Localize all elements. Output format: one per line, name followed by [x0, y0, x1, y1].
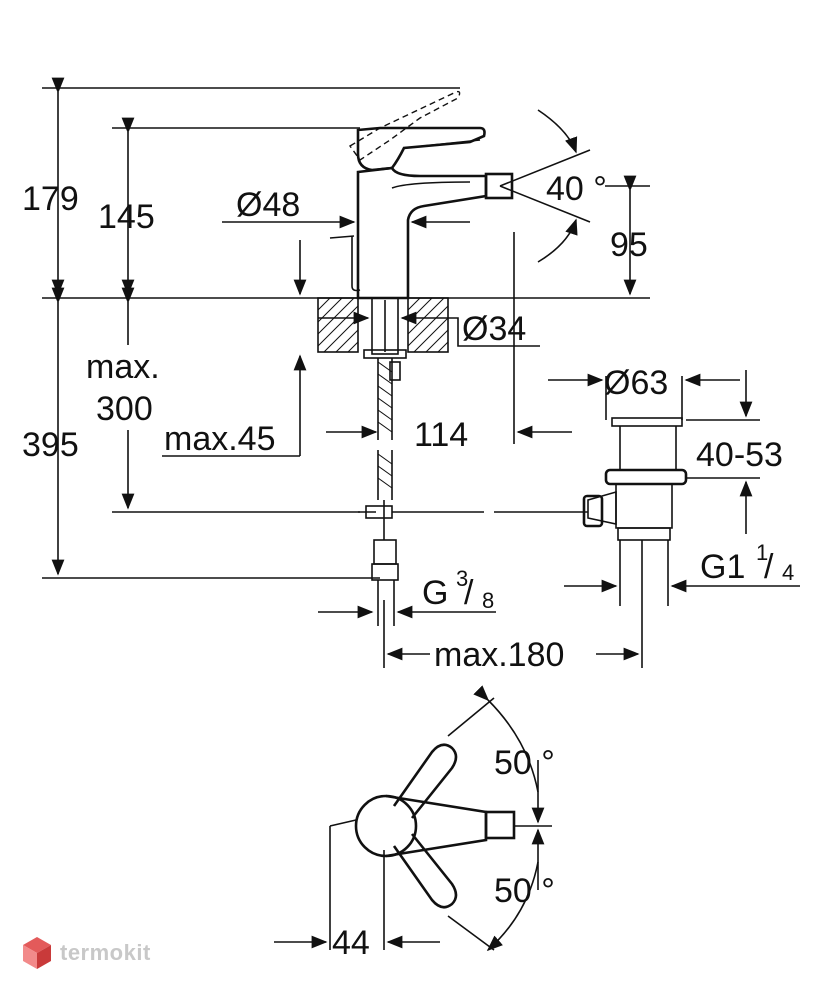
dim-114: 114 [414, 416, 468, 454]
watermark-text: termokit [60, 940, 151, 965]
reference-lines [42, 87, 650, 579]
dim-diameter-63: Ø63 [604, 364, 668, 402]
dim-g38-fraction-denominator: 8 [482, 588, 494, 613]
dim-angle-40: 40 ° [546, 170, 607, 208]
dim-g1-fraction-numerator: 1 [756, 540, 768, 565]
dim-g38-thread: G [422, 574, 448, 612]
dim-179: 179 [22, 180, 79, 218]
dim-max-label: max. [86, 348, 160, 386]
dim-max-300: 300 [96, 390, 153, 428]
dim-g38-fraction-slash: / [464, 574, 474, 612]
dim-g1-thread: G1 [700, 548, 745, 586]
pop-up-waste [582, 376, 760, 606]
dim-g1-fraction-slash: / [764, 548, 774, 586]
dim-145: 145 [98, 198, 155, 236]
dim-40-53: 40-53 [696, 436, 783, 474]
dim-g38-fraction-numerator: 3 [456, 566, 468, 591]
deck-hatching [317, 297, 449, 353]
dim-angle-50-bottom: 50 ° [494, 872, 555, 910]
dim-44: 44 [332, 924, 370, 962]
faucet-top-view [274, 685, 552, 952]
dim-diameter-48: Ø48 [236, 186, 300, 224]
dimension-labels: 179 145 Ø48 40 ° 95 Ø34 max. 300 max.45 … [22, 170, 794, 962]
faucet-side-view [329, 90, 588, 581]
dim-diameter-34: Ø34 [462, 310, 526, 348]
cube-logo-icon [23, 937, 51, 969]
dim-max-45: max.45 [164, 420, 276, 458]
dim-angle-50-top: 50 ° [494, 744, 555, 782]
dimension-vertical-left [51, 77, 637, 576]
dim-95: 95 [610, 226, 648, 264]
watermark: termokit [22, 936, 151, 970]
dim-max-180: max.180 [434, 636, 564, 674]
dim-g1-fraction-denominator: 4 [782, 560, 794, 585]
dim-395: 395 [22, 426, 79, 464]
dimension-arrows [162, 109, 800, 668]
